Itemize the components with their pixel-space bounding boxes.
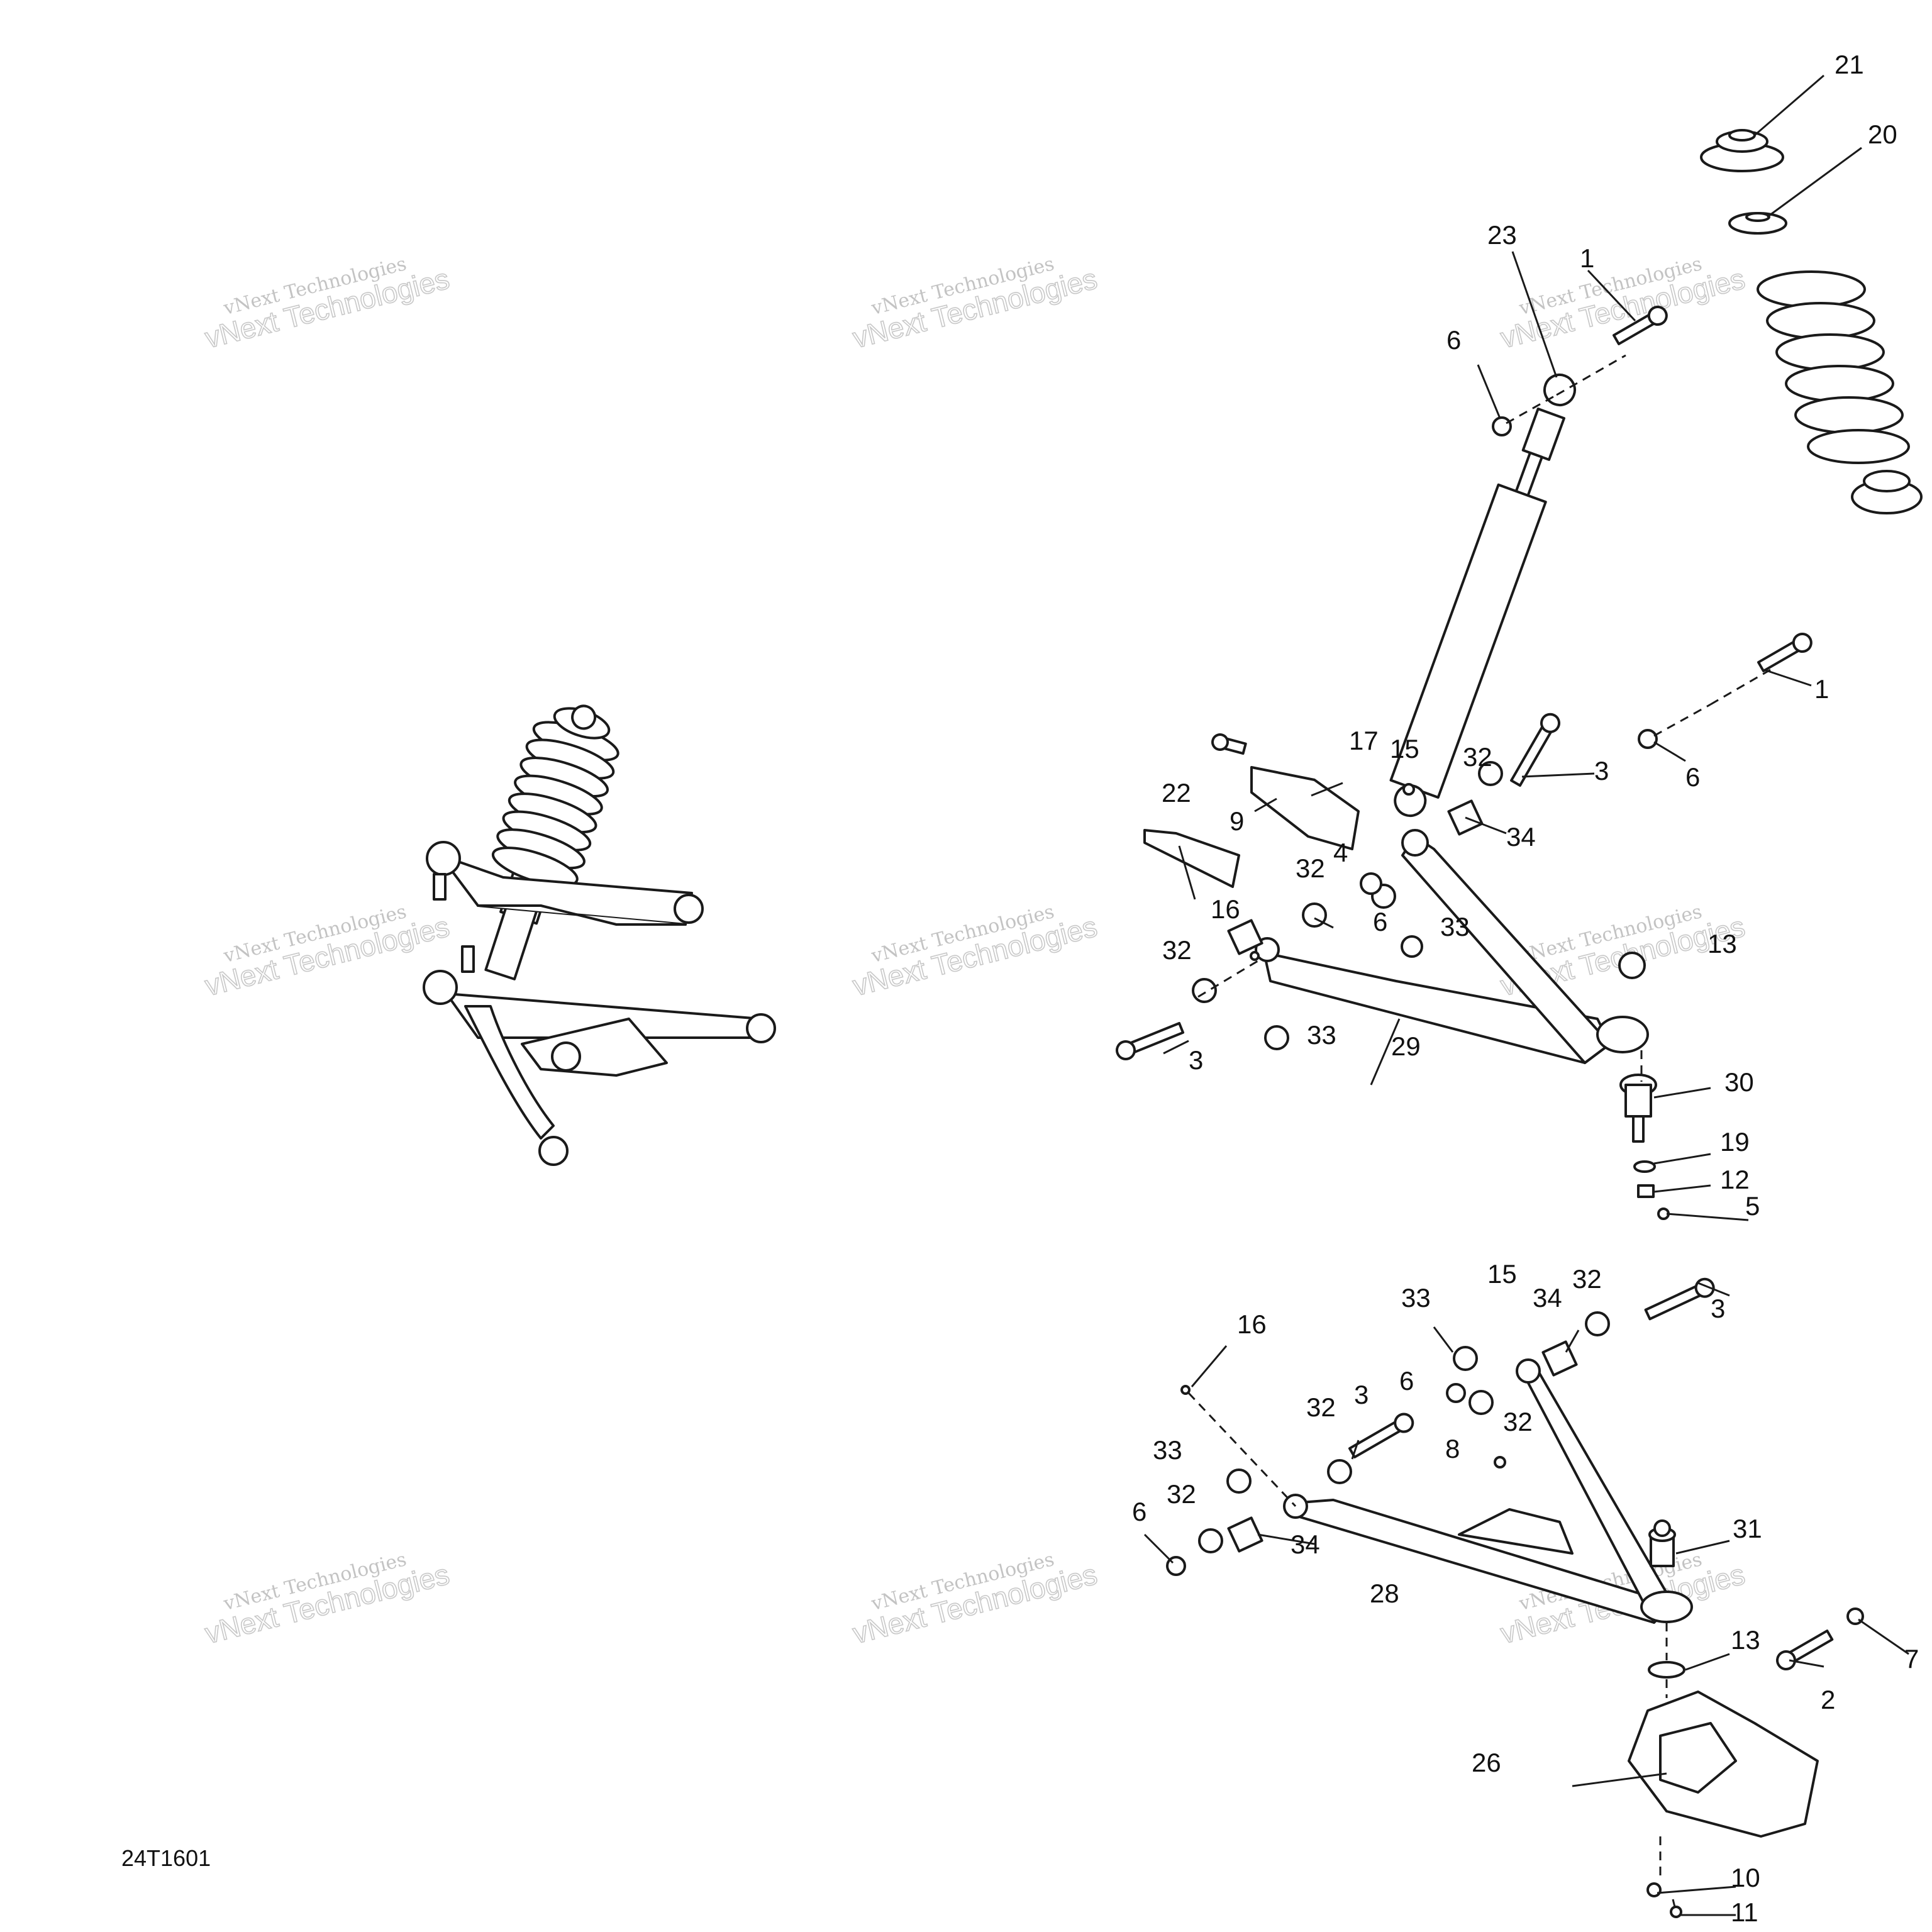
callout-6: 6 — [1446, 325, 1461, 355]
assembly-dashed-lines — [1187, 958, 1677, 1913]
callout-32: 32 — [1463, 742, 1492, 772]
callout-34: 34 — [1533, 1283, 1562, 1313]
callout-28: 28 — [1370, 1579, 1399, 1608]
callout-4: 4 — [1333, 838, 1348, 867]
callout-numbers: 21 20 23 1 6 1 6 17 15 32 3 22 9 4 34 32… — [1132, 50, 1919, 1927]
callout-33: 33 — [1401, 1283, 1431, 1313]
lower-a-arm-exploded — [1166, 1277, 1864, 1918]
callout-8: 8 — [1445, 1434, 1460, 1463]
callout-21: 21 — [1835, 50, 1864, 79]
callout-32: 32 — [1162, 935, 1192, 965]
callout-6: 6 — [1399, 1366, 1414, 1396]
spring-retainer — [1728, 212, 1787, 235]
callout-9: 9 — [1230, 806, 1244, 836]
callout-19: 19 — [1720, 1127, 1750, 1157]
callout-17: 17 — [1349, 726, 1379, 755]
callout-1: 1 — [1580, 243, 1594, 273]
callout-3: 3 — [1189, 1045, 1203, 1075]
callout-32: 32 — [1167, 1479, 1196, 1509]
callout-20: 20 — [1868, 119, 1897, 149]
callout-32: 32 — [1296, 853, 1325, 883]
callout-6: 6 — [1685, 762, 1700, 792]
callout-30: 30 — [1724, 1067, 1754, 1097]
shock-dashed-lines — [1506, 354, 1771, 737]
callout-33: 33 — [1440, 912, 1470, 941]
document-id: 24T1601 — [121, 1845, 211, 1871]
callout-29: 29 — [1391, 1031, 1421, 1061]
callout-1: 1 — [1814, 674, 1829, 704]
spring-seat-lower — [1851, 470, 1923, 514]
callout-31: 31 — [1733, 1514, 1762, 1543]
callout-3: 3 — [1594, 756, 1609, 786]
callout-34: 34 — [1291, 1530, 1320, 1559]
callout-15: 15 — [1487, 1259, 1517, 1289]
assembled-suspension-view — [423, 704, 776, 1166]
callout-13: 13 — [1707, 929, 1737, 958]
callout-13: 13 — [1731, 1625, 1760, 1655]
shock-absorber — [1389, 374, 1576, 818]
callout-32: 32 — [1572, 1264, 1602, 1294]
coil-spring — [1757, 270, 1910, 464]
upper-a-arm-exploded — [1116, 713, 1670, 1220]
spring-seat-upper — [1700, 129, 1784, 172]
callout-11: 11 — [1731, 1897, 1758, 1927]
callout-32: 32 — [1503, 1407, 1533, 1436]
callout-33: 33 — [1307, 1020, 1336, 1050]
callout-33: 33 — [1153, 1435, 1182, 1465]
callout-34: 34 — [1506, 822, 1536, 852]
callout-16: 16 — [1237, 1309, 1267, 1339]
callout-16: 16 — [1211, 894, 1240, 924]
callout-12: 12 — [1720, 1165, 1750, 1194]
callout-22: 22 — [1162, 778, 1191, 808]
callout-2: 2 — [1821, 1685, 1835, 1714]
shock-bolts — [1492, 306, 1813, 749]
callout-3: 3 — [1711, 1294, 1725, 1323]
callout-23: 23 — [1487, 220, 1517, 250]
callout-6: 6 — [1132, 1497, 1146, 1526]
callout-7: 7 — [1904, 1644, 1919, 1674]
leader-lines — [1143, 74, 1909, 1916]
callout-10: 10 — [1731, 1863, 1760, 1892]
callout-3: 3 — [1354, 1380, 1368, 1409]
callout-6: 6 — [1373, 907, 1387, 936]
callout-26: 26 — [1472, 1748, 1501, 1777]
callout-15: 15 — [1390, 734, 1419, 763]
callout-5: 5 — [1745, 1191, 1760, 1221]
callout-32: 32 — [1306, 1392, 1336, 1422]
